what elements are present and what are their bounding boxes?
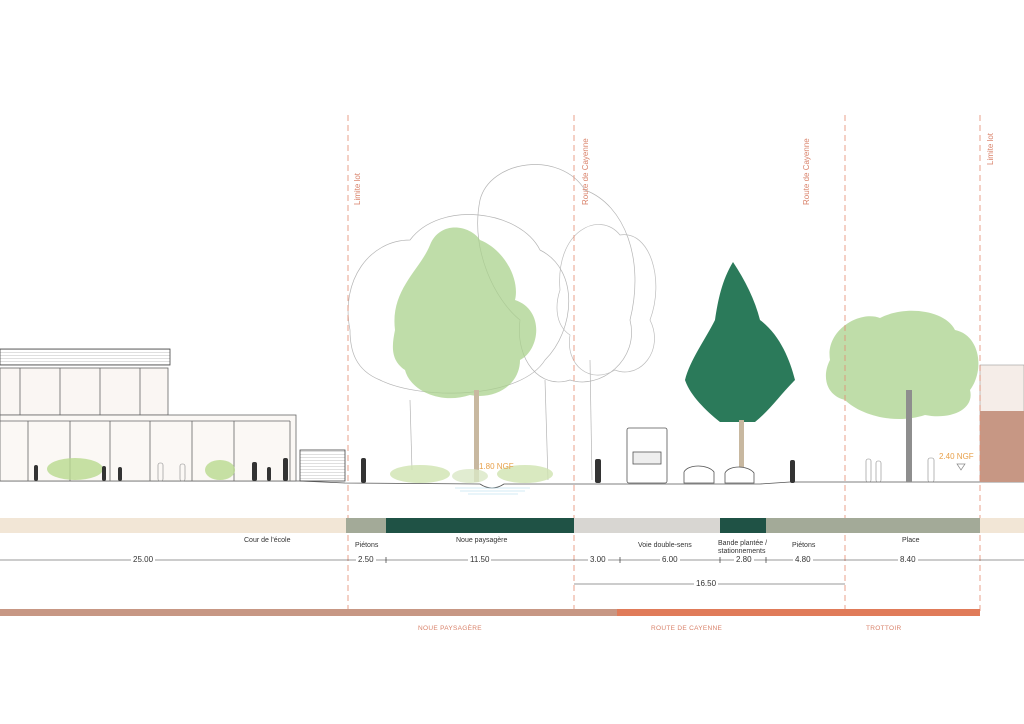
- zone-label-route: ROUTE DE CAYENNE: [651, 625, 723, 632]
- dim-25: 25.00: [131, 555, 156, 564]
- right-building-base: [980, 411, 1024, 482]
- band-pietons-b: [766, 518, 980, 533]
- label-cour: Cour de l'école: [244, 537, 291, 544]
- band-bande: [720, 518, 766, 533]
- label-voie: Voie double-sens: [638, 542, 692, 549]
- label-noue: Noue paysagère: [456, 537, 508, 544]
- school-building: [0, 348, 297, 482]
- dim-3-00: 3.00: [588, 555, 608, 564]
- dim-total-16-50: 16.50: [694, 579, 719, 588]
- dim-4-80: 4.80: [793, 555, 813, 564]
- noue-plants: [390, 465, 553, 483]
- dimension-ticks: [385, 557, 767, 563]
- band-right: [980, 518, 1024, 533]
- dim-6-00: 6.00: [660, 555, 680, 564]
- conifer-tree-canopy: [685, 262, 795, 422]
- noue-tree-canopy: [392, 227, 537, 399]
- label-bande-1: Bande plantée /: [718, 540, 768, 547]
- dim-8-40: 8.40: [898, 555, 918, 564]
- dim-2-80: 2.80: [734, 555, 754, 564]
- vehicles: [626, 427, 755, 484]
- school-shrubs: [47, 458, 235, 480]
- place-tree-canopy: [825, 310, 979, 420]
- school-fence: [299, 449, 346, 482]
- zone-label-trottoir: TROTTOIR: [866, 625, 902, 632]
- conifer-tree-trunk: [739, 420, 744, 483]
- place-tree-trunk: [906, 390, 912, 482]
- zone-bar-noue: [0, 609, 617, 616]
- level-place-label: 2.40 NGF: [939, 452, 974, 461]
- people-outlines: [157, 457, 935, 483]
- band-noue: [386, 518, 574, 533]
- label-place: Place: [902, 537, 920, 544]
- ground-line: [0, 480, 1024, 489]
- road-outline-tree: [556, 224, 657, 376]
- road-label-b: Route de Cayenne: [802, 138, 811, 205]
- road-label-a: Route de Cayenne: [581, 138, 590, 205]
- limit-lot-right-label: Limite lot: [986, 132, 995, 165]
- label-bande-2: stationnements: [718, 548, 766, 555]
- band-pietons-a: [346, 518, 386, 533]
- label-pietons-a: Piétons: [355, 542, 379, 549]
- limit-lot-left-label: Limite lot: [353, 172, 362, 205]
- label-pietons-b: Piétons: [792, 542, 816, 549]
- zone-label-noue: NOUE PAYSAGÈRE: [418, 625, 482, 632]
- people-silhouettes: [34, 458, 795, 483]
- noue-tree-trunk: [474, 390, 479, 482]
- zone-bar-route: [617, 609, 980, 616]
- dim-11-50: 11.50: [468, 555, 492, 564]
- band-cour: [0, 518, 346, 533]
- band-voie: [574, 518, 720, 533]
- noue-water: [455, 487, 530, 495]
- level-noue-label: 1.80 NGF: [479, 462, 514, 471]
- dim-2-50: 2.50: [356, 555, 376, 564]
- level-marker-icon: [956, 463, 966, 471]
